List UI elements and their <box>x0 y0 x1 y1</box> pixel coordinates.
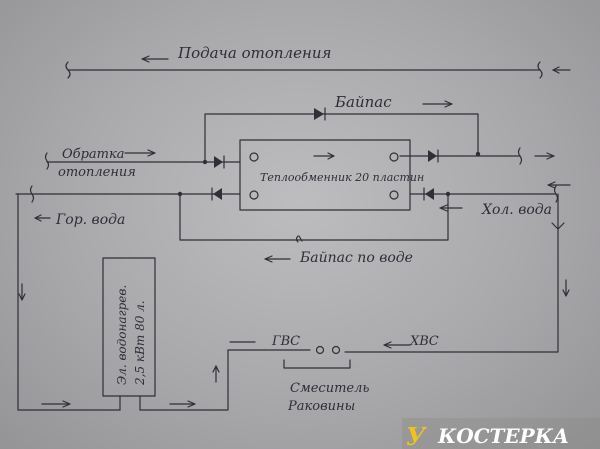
hot-water-label: Гор. вода <box>55 212 125 228</box>
heat-exchanger-label: Теплообменник 20 пластин <box>260 171 424 184</box>
bypass-loop <box>204 100 479 161</box>
bypass-label: Байпас <box>334 93 392 111</box>
heating-return-label-1: Обратка <box>62 147 125 162</box>
water-heater-label-1: Эл. водонагрев. <box>115 285 129 385</box>
watermark-logo: У КОСТЕРКА <box>402 418 600 449</box>
watermark-letter: У <box>406 422 427 449</box>
water-bypass-loop <box>179 193 449 263</box>
water-heater-text: Эл. водонагрев. 2,5 кВт 80 л. <box>115 285 147 386</box>
hot-supply-line <box>139 341 311 411</box>
watermark-text: КОСТЕРКА <box>437 424 569 448</box>
cold-supply-label: ХВС <box>409 334 439 349</box>
water-bypass-label: Байпас по воде <box>299 250 413 266</box>
hot-supply-label: ГВС <box>271 334 300 349</box>
heat-exchanger <box>239 139 411 211</box>
water-heater-label-2: 2,5 кВт 80 л. <box>133 300 147 386</box>
heating-supply-arrow <box>141 55 169 63</box>
heating-supply-line <box>65 61 571 79</box>
hot-water-riser <box>17 193 121 411</box>
mixer-label-2: Раковины <box>287 399 355 414</box>
cold-water-riser <box>344 193 570 353</box>
heating-return-label-2: отопления <box>58 165 136 180</box>
mixer-label-1: Смеситель <box>290 381 369 396</box>
water-heater <box>102 257 156 411</box>
water-main-line <box>15 181 571 222</box>
heating-supply-label: Подача отопления <box>177 44 331 62</box>
sink-mixer <box>283 345 351 369</box>
cold-water-label: Хол. вода <box>481 202 552 218</box>
heating-return-line <box>44 147 555 170</box>
